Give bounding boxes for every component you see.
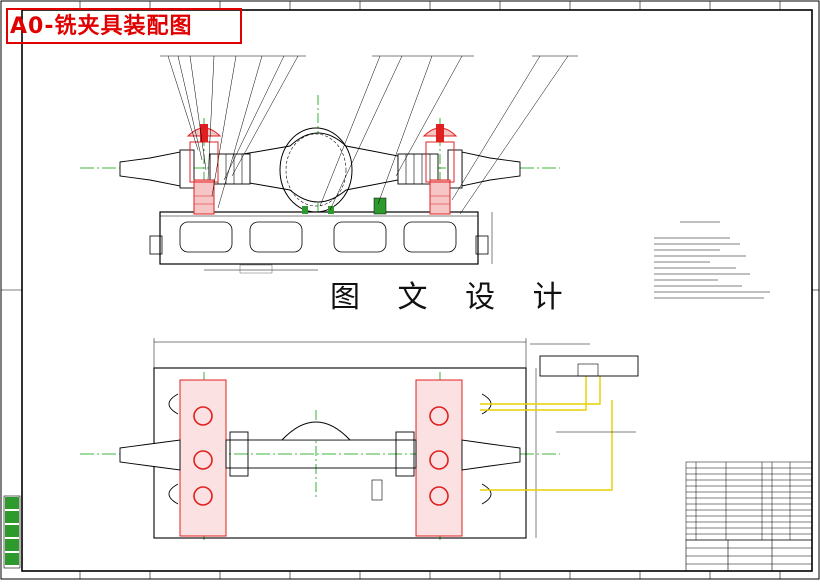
right-clamp-plate (415, 379, 463, 537)
key-detail (539, 355, 639, 377)
title-frame (6, 8, 242, 44)
front-elevation (80, 55, 578, 274)
drawing-title: A0-铣夹具装配图 (10, 14, 193, 39)
housing-dome (281, 421, 351, 441)
technical-notes (654, 221, 770, 299)
side-stamp-boxes (3, 495, 21, 569)
parts-list-table (685, 461, 813, 541)
yellow-guides (480, 376, 613, 491)
left-clamp-plate (179, 379, 227, 537)
right-clamp-assembly (422, 124, 458, 215)
support-block (373, 197, 387, 215)
left-spindle (119, 151, 181, 187)
watermark-text: 图 文 设 计 (330, 280, 577, 315)
plan-view (80, 338, 639, 540)
title-block (685, 539, 813, 572)
fixture-base (159, 211, 479, 265)
drawing-frame (21, 9, 813, 572)
part-leaders (160, 55, 578, 215)
differential-housing (279, 127, 353, 213)
